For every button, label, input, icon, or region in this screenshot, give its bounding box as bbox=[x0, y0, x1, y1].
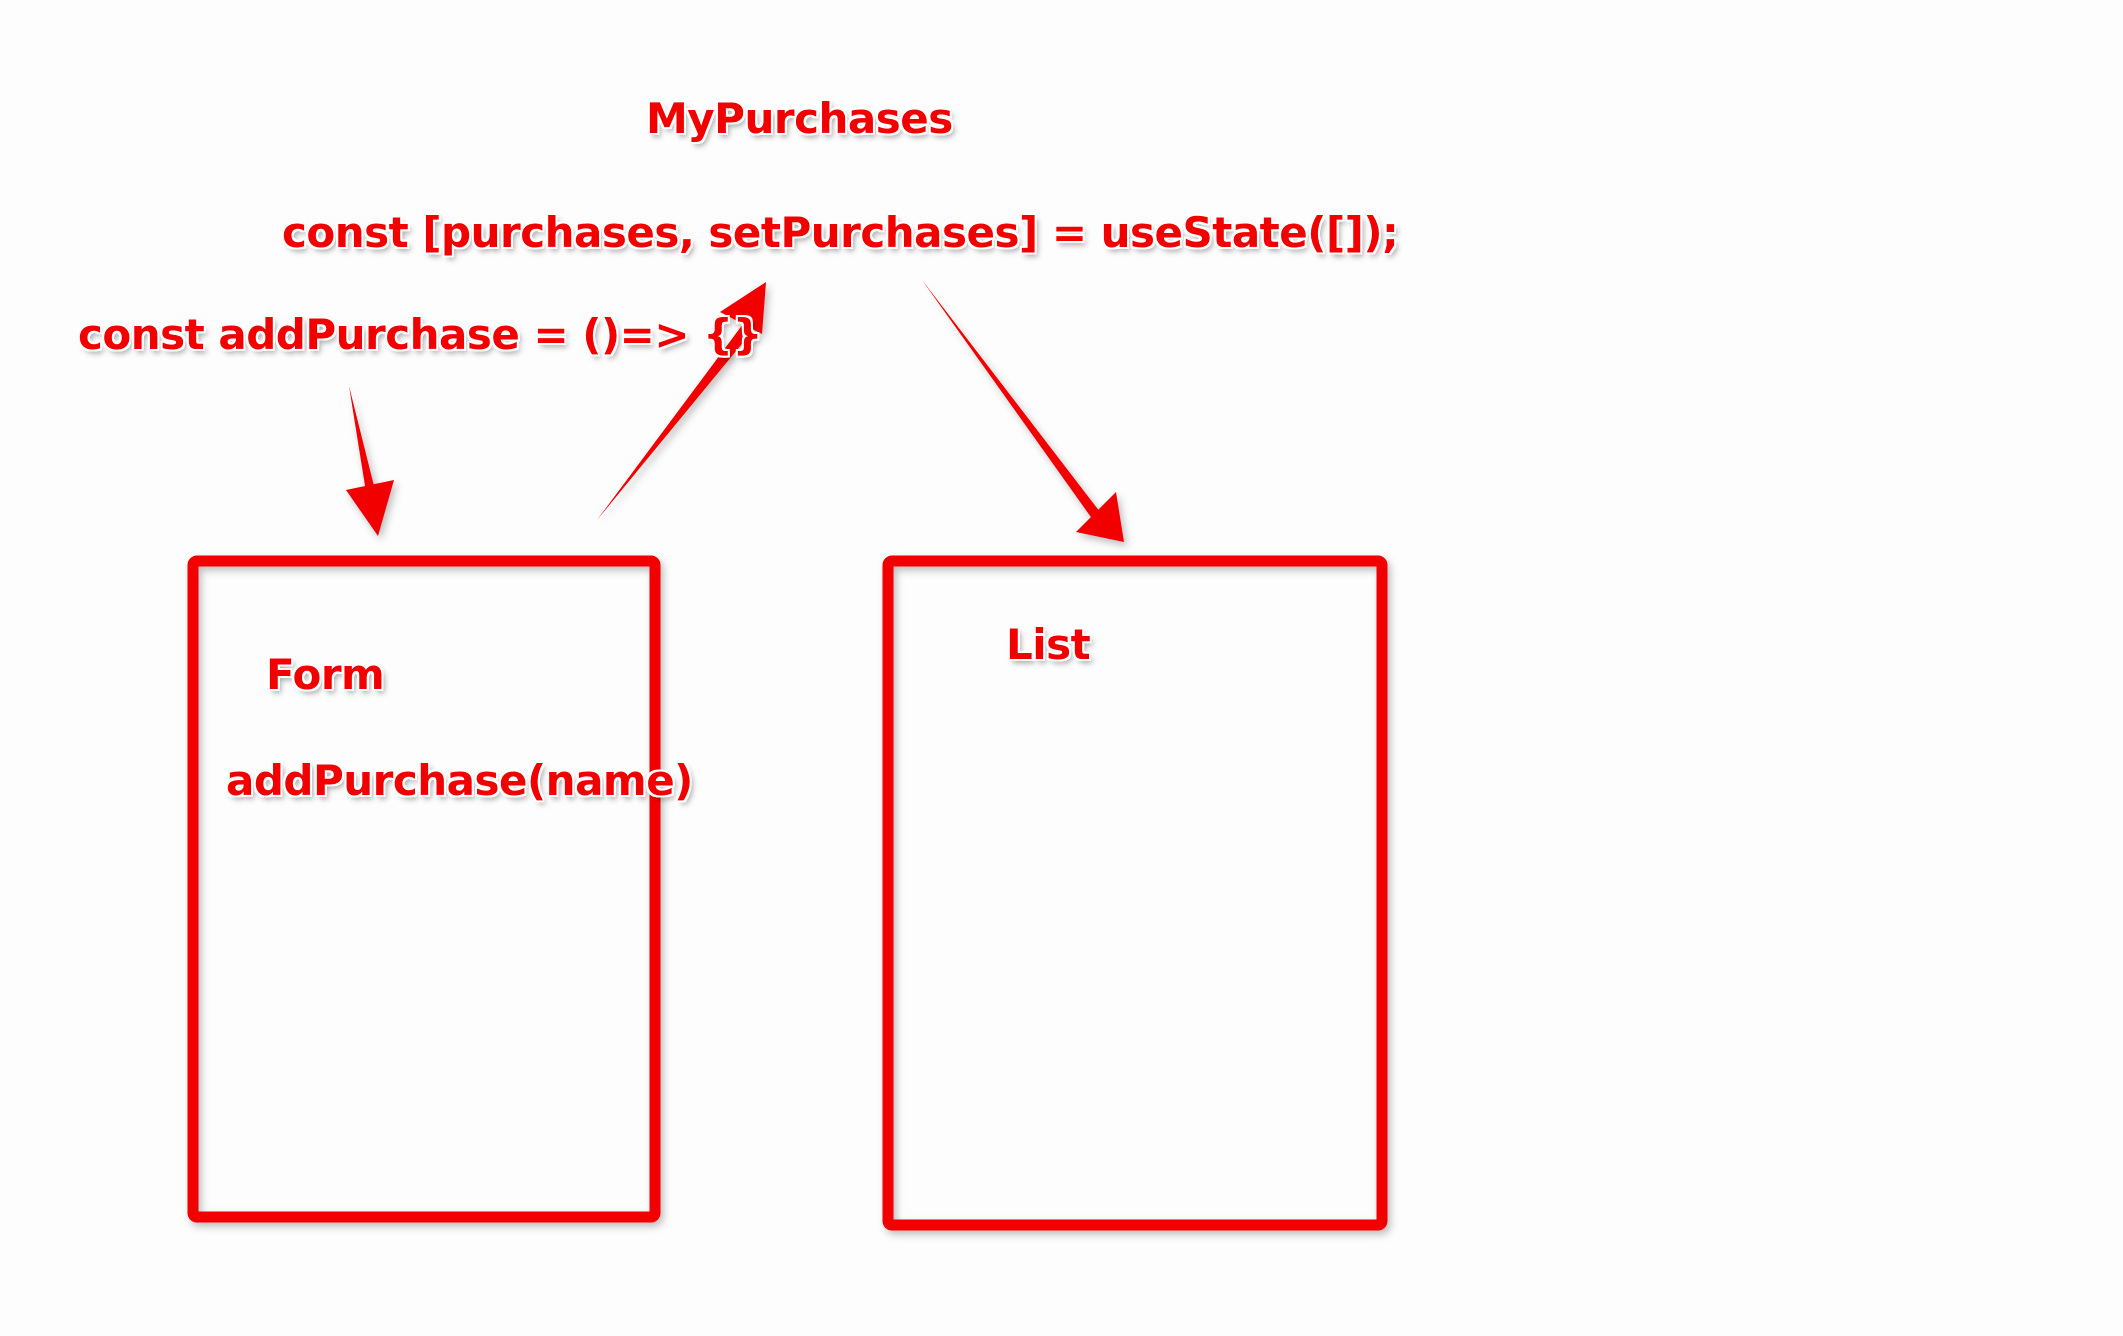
form-call-label: addPurchase(name) bbox=[226, 756, 693, 805]
state-hook-label: const [purchases, setPurchases] = useSta… bbox=[282, 208, 1399, 257]
list-component-label: List bbox=[1006, 620, 1091, 669]
form-component-label: Form bbox=[266, 650, 385, 699]
form-box bbox=[187, 555, 661, 1223]
list-box bbox=[882, 555, 1388, 1231]
parent-component-label: MyPurchases bbox=[646, 94, 953, 143]
handler-label: const addPurchase = ()=> {} bbox=[78, 310, 762, 359]
arrow-handler-to-form bbox=[346, 386, 394, 536]
arrow-state-to-list bbox=[922, 280, 1124, 542]
arrow-form-to-state bbox=[597, 282, 766, 520]
